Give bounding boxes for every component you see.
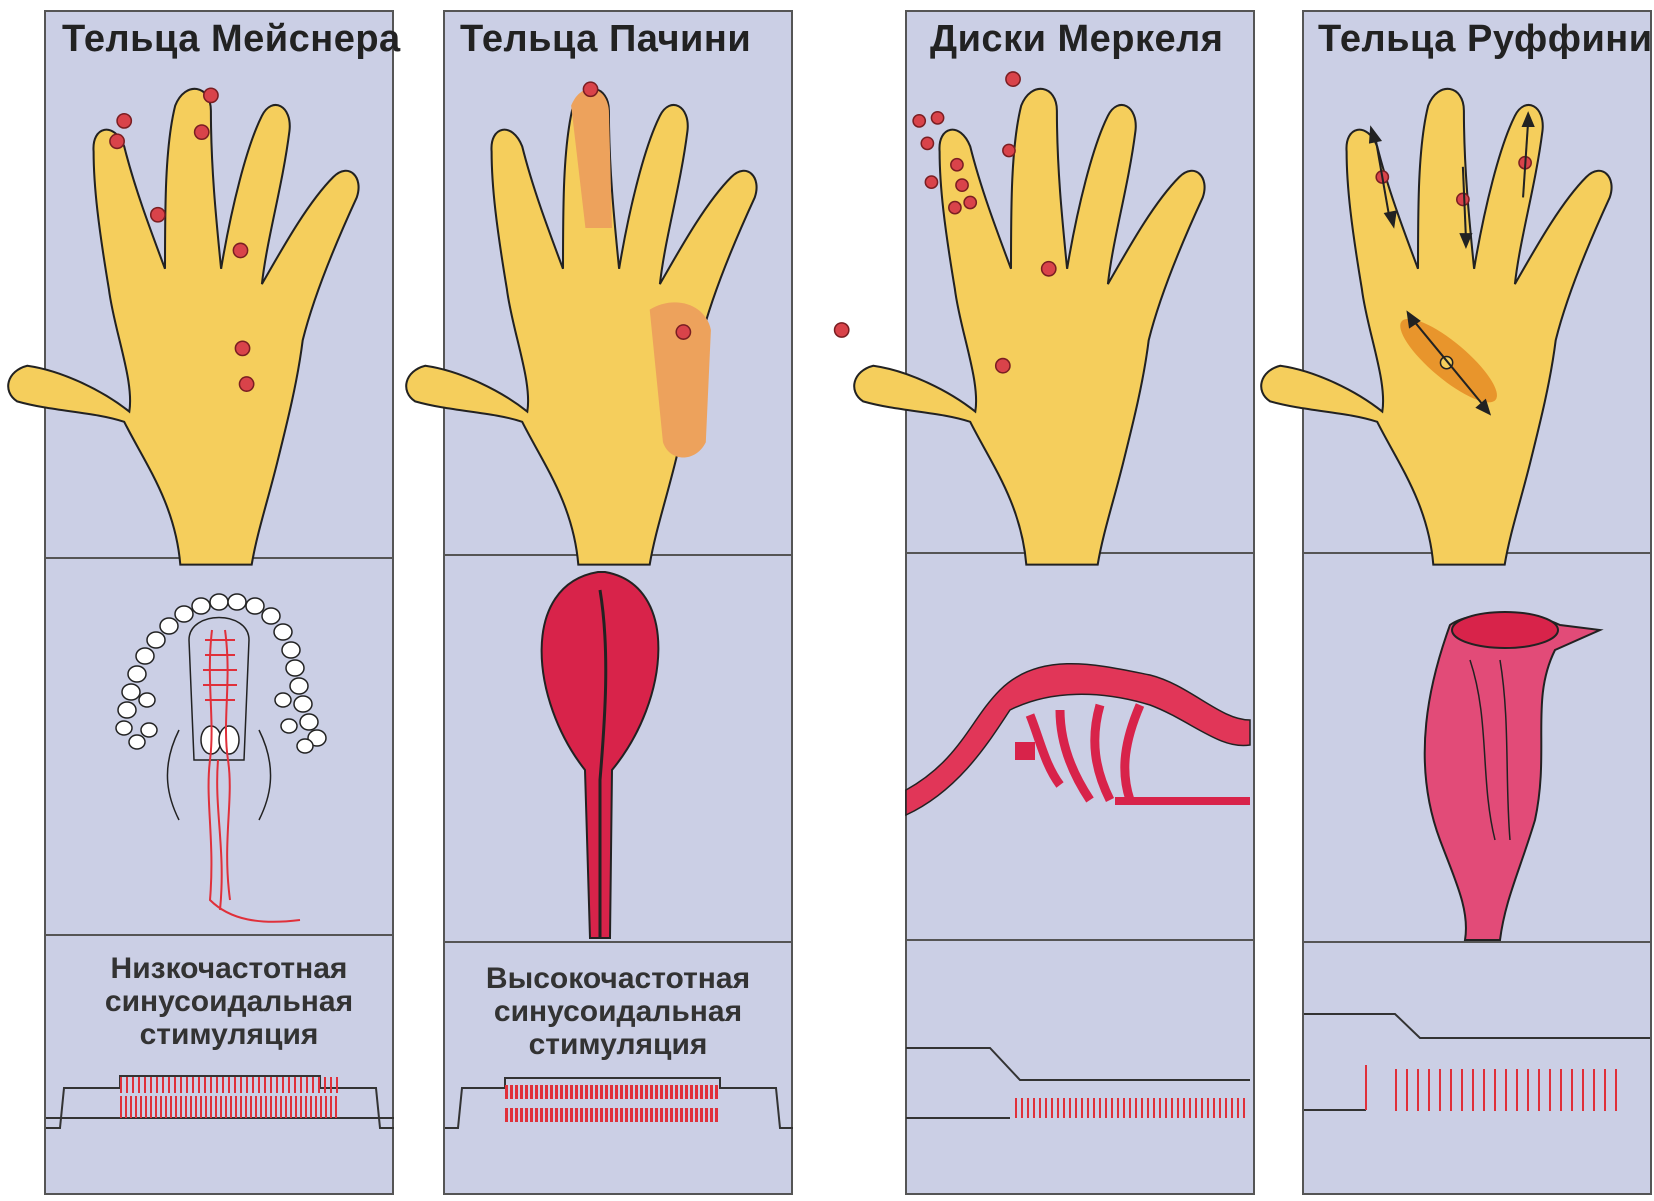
caption-line: синусоидальная [462, 995, 774, 1028]
hand-meissner [8, 88, 358, 564]
title-meissner: Тельца Мейснера [62, 18, 401, 61]
caption-line: синусоидальная [84, 985, 374, 1018]
caption-pacini: Высокочастотная синусоидальная стимуляци… [462, 962, 774, 1061]
caption-meissner: Низкочастотная синусоидальная стимуляция [84, 952, 374, 1051]
meissner-corpuscle [116, 594, 326, 820]
title-pacini: Тельца Пачини [460, 18, 751, 61]
hand-merkel [835, 72, 1205, 565]
panel-dividers [44, 553, 1652, 942]
merkel-disc [906, 664, 1250, 815]
caption-line: стимуляция [84, 1018, 374, 1051]
ruffini-trace [1304, 1014, 1650, 1110]
caption-line: Высокочастотная [462, 962, 774, 995]
hand-ruffini [1261, 89, 1611, 565]
merkel-trace [906, 1048, 1250, 1118]
caption-line: стимуляция [462, 1028, 774, 1061]
meissner-trace [46, 1076, 394, 1128]
caption-line: Низкочастотная [84, 952, 374, 985]
pacini-corpuscle [542, 572, 659, 938]
title-ruffini: Тельца Руффини [1318, 18, 1653, 61]
title-merkel: Диски Меркеля [930, 18, 1223, 61]
pacini-trace [445, 1078, 793, 1128]
meissner-nerve [203, 630, 300, 922]
hand-pacini [406, 82, 756, 564]
ruffini-corpuscle [1425, 612, 1600, 940]
